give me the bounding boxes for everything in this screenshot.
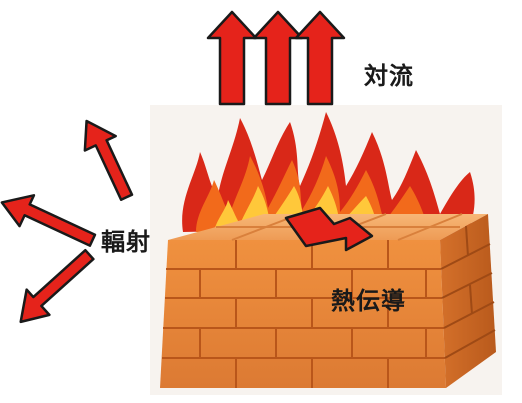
wall-side xyxy=(440,214,496,388)
radiation-arrow-left-icon xyxy=(0,194,97,247)
front-mortar xyxy=(162,240,445,388)
convection-label: 対流 xyxy=(364,62,414,90)
convection-arrow-1-icon xyxy=(206,10,258,106)
radiation-arrow-down-icon xyxy=(19,248,95,324)
radiation-arrow-up-icon xyxy=(83,119,134,202)
conduction-label: 熱伝導 xyxy=(331,287,406,315)
convection-arrow-3-icon xyxy=(294,10,346,106)
brick-wall-icon xyxy=(160,213,496,388)
side-mortar xyxy=(440,225,496,359)
conduction-arrow-icon xyxy=(284,206,374,252)
wall-front xyxy=(160,240,446,388)
convection-arrow-2-icon xyxy=(252,10,304,106)
radiation-label: 輻射 xyxy=(101,228,151,256)
